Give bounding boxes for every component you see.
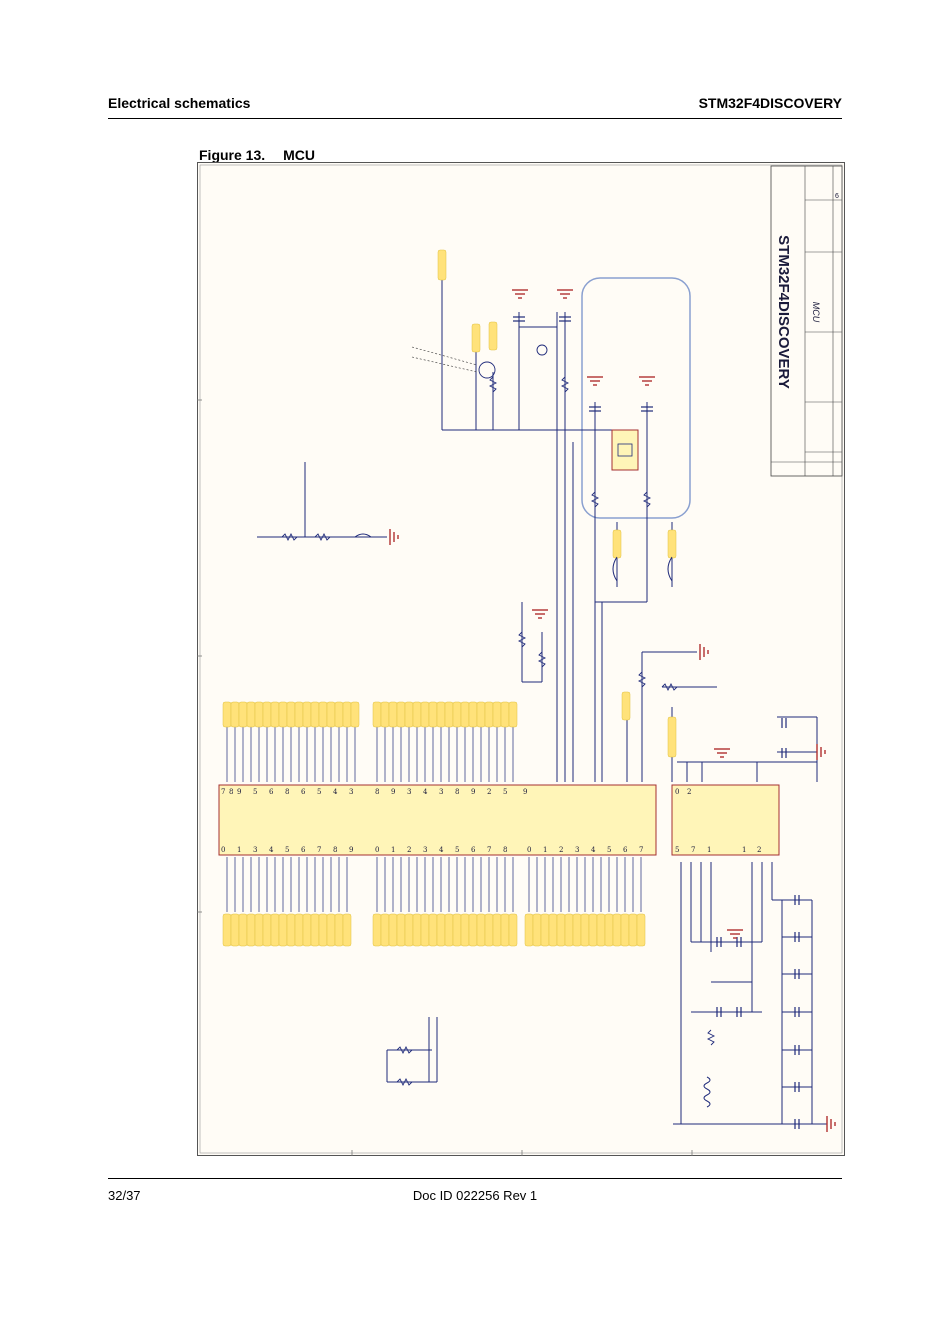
svg-text:4: 4 [333,788,338,796]
svg-text:2: 2 [687,788,691,796]
svg-text:2: 2 [487,788,491,796]
svg-text:3: 3 [575,846,579,854]
svg-text:3: 3 [349,788,353,796]
svg-text:6: 6 [269,788,274,796]
section-header: Electrical schematics [108,95,251,111]
svg-text:1: 1 [707,846,711,854]
title-block: STM32F4DISCOVERY MCU 6 [770,165,843,477]
svg-text:3: 3 [439,788,443,796]
svg-text:3: 3 [407,788,411,796]
svg-text:0: 0 [375,846,379,854]
transistor [478,361,496,379]
reset-switch [536,344,548,356]
svg-text:8: 8 [375,788,379,796]
svg-text:5: 5 [455,846,459,854]
solder-bridges [354,533,673,582]
svg-text:5: 5 [317,788,321,796]
svg-text:2: 2 [757,846,761,854]
svg-text:0: 0 [675,788,679,796]
svg-text:8: 8 [229,788,233,796]
oscillator-cloud [581,277,691,519]
figure-title: MCU [283,147,316,163]
svg-text:4: 4 [439,846,444,854]
svg-text:9: 9 [237,788,241,796]
svg-text:2: 2 [407,846,411,854]
svg-text:5: 5 [607,846,611,854]
figure-number: Figure 13. [199,147,266,163]
resistors [281,376,716,1087]
title-block-sheet: 6 [835,193,839,200]
net-label-flags [437,249,677,758]
svg-text:2: 2 [559,846,563,854]
svg-text:7: 7 [639,846,643,854]
svg-text:8: 8 [333,846,337,854]
port-labels-bottom [222,913,646,947]
ground-symbols [389,289,836,1132]
title-block-subtitle: MCU [811,302,821,323]
svg-text:1: 1 [742,846,746,854]
svg-text:9: 9 [471,788,475,796]
svg-text:9: 9 [391,788,395,796]
mcu-body-right [671,784,780,856]
svg-text:5: 5 [675,846,679,854]
svg-text:1: 1 [391,846,395,854]
svg-text:8: 8 [455,788,459,796]
svg-text:6: 6 [301,788,306,796]
mcu-schematic: STM32F4DISCOVERY MCU 6 [197,162,845,1156]
svg-text:6: 6 [623,846,628,854]
svg-text:7: 7 [221,788,225,796]
crystal-x2 [611,429,639,471]
svg-text:4: 4 [423,788,428,796]
svg-text:6: 6 [471,846,476,854]
title-block-title: STM32F4DISCOVERY [775,235,792,389]
svg-text:5: 5 [253,788,257,796]
svg-text:1: 1 [543,846,547,854]
svg-text:0: 0 [527,846,531,854]
svg-text:7: 7 [317,846,321,854]
page-number: 32/37 [108,1188,141,1203]
svg-text:4: 4 [591,846,596,854]
footer-rule [108,1178,842,1179]
svg-text:1: 1 [237,846,241,854]
svg-text:4: 4 [269,846,274,854]
svg-text:8: 8 [503,846,507,854]
svg-text:5: 5 [503,788,507,796]
svg-text:3: 3 [423,846,427,854]
svg-text:3: 3 [253,846,257,854]
svg-text:9: 9 [349,846,353,854]
mcu-body-left [218,784,657,856]
header-rule [108,118,842,119]
wiring [226,280,827,1125]
svg-text:8: 8 [285,788,289,796]
doc-id: Doc ID 022256 Rev 1 [412,1188,538,1203]
svg-text:7: 7 [487,846,491,854]
svg-text:7: 7 [691,846,695,854]
svg-text:0: 0 [221,846,225,854]
product-header: STM32F4DISCOVERY [698,95,842,111]
port-labels-top [222,701,518,728]
svg-text:6: 6 [301,846,306,854]
svg-text:9: 9 [523,788,527,796]
inductor [703,1076,711,1108]
svg-text:5: 5 [285,846,289,854]
figure-caption: Figure 13. MCU [199,147,315,163]
